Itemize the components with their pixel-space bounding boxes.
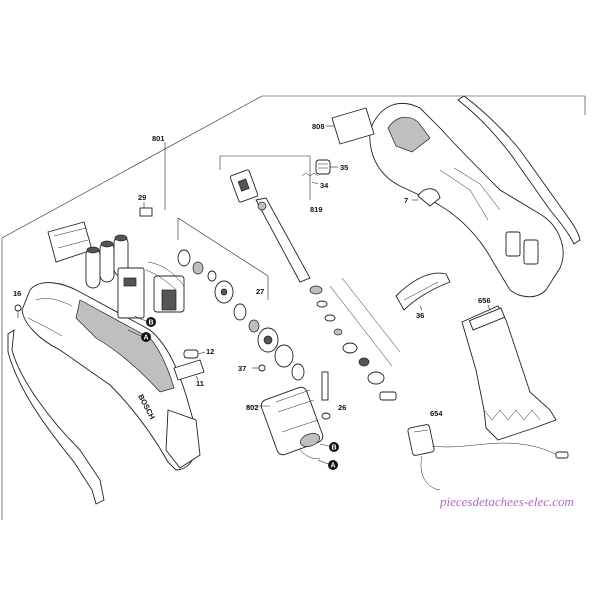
- label-37: 37: [238, 364, 246, 373]
- part-26: [321, 371, 331, 420]
- part-34: [301, 172, 319, 185]
- part-12: [183, 349, 206, 359]
- group-801-bracket: [1, 95, 586, 239]
- part-36: [395, 272, 451, 311]
- spindle-parts: [309, 277, 401, 401]
- right-housing: [369, 103, 564, 298]
- label-819: 819: [310, 205, 323, 214]
- label-12: 12: [206, 347, 214, 356]
- motor-802: [260, 386, 324, 459]
- group-819-bracket: [220, 155, 311, 200]
- label-802: 802: [246, 403, 259, 412]
- charger-654: [407, 424, 569, 491]
- part-29: [139, 202, 153, 217]
- svg-text:A: A: [330, 463, 335, 470]
- blade-holder: [229, 169, 311, 283]
- screw-37: [252, 364, 266, 372]
- label-29: 29: [138, 193, 146, 202]
- watermark-text: piecesdetachees-elec.com: [439, 494, 574, 509]
- callout-b-left: B: [133, 315, 156, 327]
- svg-text:B: B: [148, 320, 153, 327]
- callout-a-motor: A: [317, 459, 338, 470]
- label-16: 16: [13, 289, 21, 298]
- label-801: 801: [152, 134, 165, 143]
- gear-stack: [177, 249, 305, 381]
- callout-a-left: A: [127, 329, 151, 342]
- group-27-bracket: [177, 217, 269, 300]
- svg-text:B: B: [331, 445, 336, 452]
- callout-b-motor: B: [319, 442, 339, 452]
- label-808: 808: [312, 122, 325, 131]
- label-36: 36: [416, 311, 424, 320]
- label-654: 654: [430, 409, 443, 418]
- battery-pack: [85, 234, 129, 289]
- part-656: [461, 305, 557, 441]
- label-plate-left: [47, 221, 93, 263]
- label-11: 11: [196, 379, 204, 388]
- label-656: 656: [478, 296, 491, 305]
- label-27: 27: [256, 287, 264, 296]
- label-35: 35: [340, 163, 348, 172]
- part-11: [173, 359, 205, 381]
- screw-16: [14, 304, 22, 318]
- label-7: 7: [404, 196, 408, 205]
- switch-module: [117, 261, 185, 319]
- belt-clip-left: [7, 329, 105, 505]
- belt-clip-right: [457, 95, 581, 245]
- label-26: 26: [338, 403, 346, 412]
- lead-656: [487, 304, 491, 311]
- part-35: [315, 159, 338, 175]
- part-7: [412, 188, 441, 207]
- label-34: 34: [320, 181, 329, 190]
- left-housing: BOSCH: [21, 282, 201, 471]
- label-plate-808: [331, 107, 375, 145]
- svg-text:A: A: [143, 335, 148, 342]
